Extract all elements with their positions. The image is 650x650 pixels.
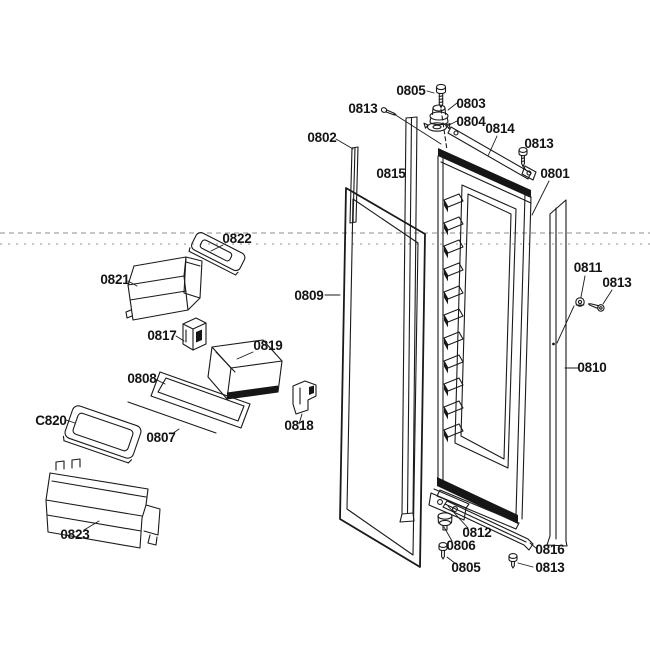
part-0815-vertical-bar	[399, 116, 418, 523]
part-0819-shallow-bin	[207, 339, 283, 400]
part-label-0821: 0821	[100, 272, 130, 287]
part-0803-hinge-cam	[429, 104, 449, 126]
part-label-0804: 0804	[456, 114, 486, 129]
part-label-0822: 0822	[222, 231, 251, 246]
part-label-0819: 0819	[253, 338, 282, 353]
part-0806-hinge-pin	[437, 512, 453, 531]
part-0808-shelf-frame	[150, 371, 251, 429]
part-label-0817: 0817	[147, 328, 176, 343]
reference-lines	[0, 232, 650, 245]
part-c820-tray	[62, 405, 142, 464]
part-label-0813-bottom: 0813	[535, 560, 565, 575]
part-label-0805-bottom: 0805	[451, 560, 481, 575]
part-label-0818: 0818	[284, 418, 314, 433]
part-label-0803: 0803	[456, 96, 486, 111]
part-0812-bottom-hinge-rail	[428, 488, 520, 530]
part-0809-door-gasket	[339, 187, 426, 568]
label-leader-lines	[65, 90, 613, 568]
part-0805-top-screw	[435, 83, 447, 109]
part-labels: 0805 0803 0804 0813 0814 0813 0802 0815 …	[35, 83, 632, 575]
grommet-leader-line	[556, 305, 575, 344]
part-0807-trim-rod	[127, 401, 217, 434]
part-label-c820: C820	[35, 413, 66, 428]
part-label-0813-mid: 0813	[602, 275, 632, 290]
part-0816-bottom-trim-rail	[442, 500, 534, 551]
part-0822-small-tray	[188, 232, 246, 276]
part-label-0810: 0810	[577, 360, 606, 375]
part-label-0805-top: 0805	[396, 83, 426, 98]
part-label-0812: 0812	[462, 525, 491, 540]
part-label-0806: 0806	[446, 538, 476, 553]
part-0814-top-trim-rail	[447, 126, 537, 181]
part-0813-screw-mid-right	[587, 303, 605, 312]
part-0811-grommet	[575, 297, 585, 307]
part-0810-right-trim-strip	[546, 199, 568, 547]
part-0821-door-bin-upper	[125, 256, 203, 321]
part-label-0814: 0814	[485, 121, 515, 136]
part-label-0807: 0807	[146, 430, 175, 445]
part-label-0801: 0801	[540, 166, 570, 181]
part-label-0813-ul: 0813	[348, 101, 378, 116]
part-label-0809: 0809	[294, 288, 323, 303]
part-label-0811: 0811	[574, 260, 603, 275]
part-0813-bottom-screw	[508, 553, 518, 569]
part-label-0823: 0823	[60, 527, 90, 542]
part-0805-bottom-screw	[438, 542, 448, 560]
part-0818-small-bracket	[292, 380, 317, 415]
part-label-0816: 0816	[535, 542, 565, 557]
part-0817-small-box	[182, 317, 207, 351]
part-0823-door-bin-lower	[45, 458, 161, 549]
part-label-0815: 0815	[376, 166, 406, 181]
part-label-0813-ur: 0813	[524, 136, 554, 151]
part-0801-door-panel	[437, 148, 532, 524]
part-0802-side-strip	[349, 146, 359, 224]
hinge-centerline	[440, 108, 448, 151]
part-0804-hinge-washer	[423, 122, 451, 132]
part-label-0808: 0808	[127, 371, 157, 386]
part-0813-screw-upper-left	[380, 107, 397, 116]
part-label-0802: 0802	[307, 130, 336, 145]
